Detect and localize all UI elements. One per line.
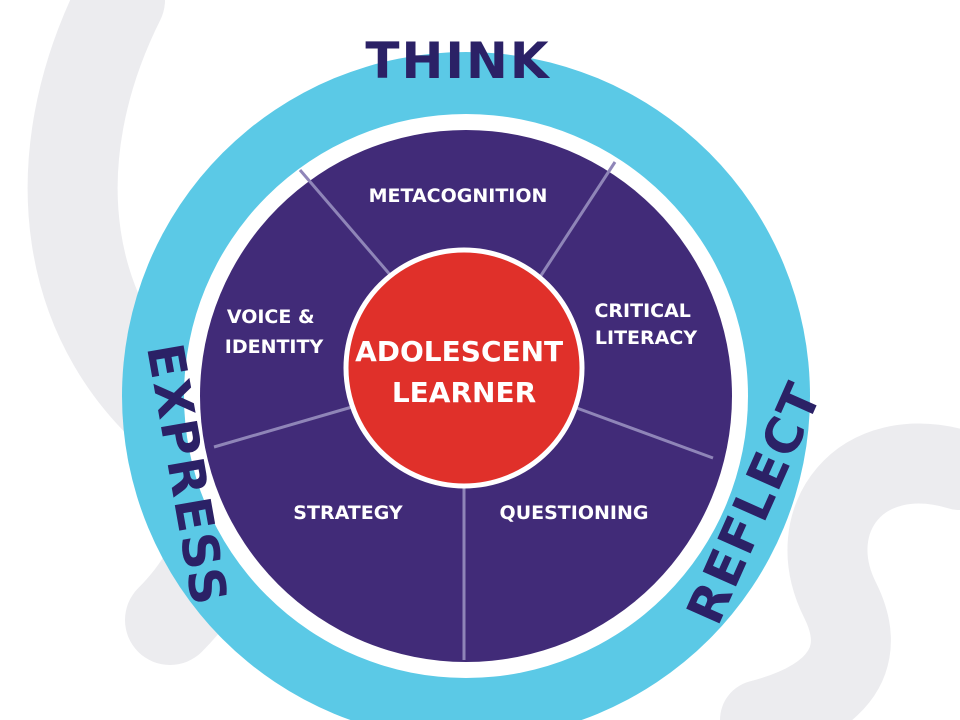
wheel-spokes	[213, 161, 714, 660]
segment-metacognition: METACOGNITION	[369, 185, 548, 207]
segment-voice-identity-line-1: VOICE &	[227, 306, 315, 328]
center-label: ADOLESCENT LEARNER	[355, 335, 573, 409]
segment-critical-literacy-line-2: LITERACY	[595, 327, 697, 349]
spoke-left	[213, 405, 353, 449]
segment-metacognition-line-1: METACOGNITION	[369, 185, 548, 207]
spoke-right	[573, 405, 714, 460]
background-swirl-right	[720, 423, 960, 720]
segment-critical-literacy: CRITICAL LITERACY	[594, 300, 697, 349]
segment-voice-identity: VOICE & IDENTITY	[225, 306, 324, 358]
segment-questioning: QUESTIONING	[500, 502, 649, 524]
spoke-top-left	[298, 169, 394, 278]
segment-critical-literacy-line-1: CRITICAL	[594, 300, 690, 322]
center-label-line-1: ADOLESCENT	[355, 335, 563, 368]
segment-questioning-line-1: QUESTIONING	[500, 502, 649, 524]
center-label-line-2: LEARNER	[392, 376, 536, 409]
segment-voice-identity-line-2: IDENTITY	[225, 336, 324, 358]
spoke-top-right	[538, 161, 617, 278]
segment-strategy: STRATEGY	[293, 502, 403, 524]
center-hub	[343, 247, 585, 489]
ring-word-think: THINK	[365, 32, 550, 90]
segment-strategy-line-1: STRATEGY	[293, 502, 403, 524]
